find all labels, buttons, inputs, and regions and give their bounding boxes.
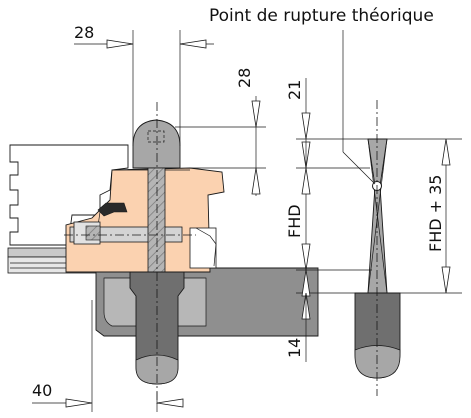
mushroom-pin (132, 119, 181, 273)
annotation-label: Point de rupture théorique (209, 6, 434, 26)
dim-top-right: 28 (175, 68, 266, 196)
dim-label-top-right: 28 (235, 68, 254, 88)
annotation-leader: Point de rupture théorique (209, 6, 434, 185)
gasket-seal (97, 202, 128, 217)
sash-notch (195, 227, 217, 267)
dim-upper-gap: 21 (285, 78, 311, 169)
pin-detail-lower (367, 185, 388, 294)
sash-slot (189, 227, 217, 269)
dim-label-fhd: FHD (285, 204, 304, 238)
housing (95, 267, 319, 337)
dim-lower-gap: 14 (285, 269, 311, 362)
dim-label-top-left: 28 (74, 23, 94, 42)
dim-label-upper-gap: 21 (285, 80, 304, 100)
dim-label-lower-gap: 14 (285, 338, 304, 358)
pin-cap-dash (147, 130, 165, 143)
sash-profile (65, 167, 225, 273)
dim-bottom: 40 (32, 300, 184, 412)
roller-inner (85, 225, 101, 241)
dim-label-fhd-plus: FHD + 35 (426, 175, 445, 253)
dim-label-bottom: 40 (32, 381, 52, 400)
dim-fhd: FHD (285, 167, 311, 271)
pin-detail (354, 100, 401, 396)
pin-shaft (147, 167, 166, 273)
center-lines-left (64, 102, 196, 404)
dim-fhd-plus: FHD + 35 (426, 138, 451, 294)
pin-cap (132, 119, 181, 169)
dim-right-extensions (296, 138, 462, 294)
pin-detail-tip (354, 345, 401, 379)
